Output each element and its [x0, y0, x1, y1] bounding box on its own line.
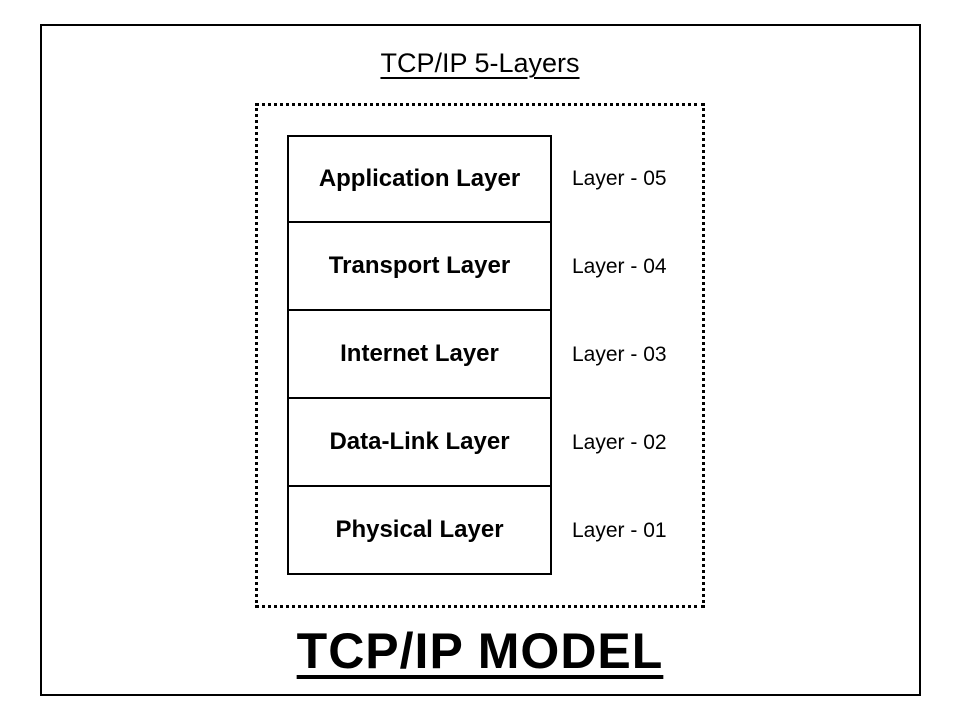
- diagram-main-title: TCP/IP MODEL: [296, 623, 664, 679]
- diagram-subtitle: TCP/IP 5-Layers: [380, 48, 580, 78]
- layer-number-label-05: Layer - 05: [572, 167, 667, 190]
- layer-box-internet: Internet Layer: [287, 311, 552, 399]
- layer-number-label-03: Layer - 03: [572, 343, 667, 366]
- layer-box-data-link: Data-Link Layer: [287, 399, 552, 487]
- layer-number-label-01: Layer - 01: [572, 519, 667, 542]
- layer-boxes-stack: Application Layer Transport Layer Intern…: [287, 135, 552, 575]
- layer-box-transport: Transport Layer: [287, 223, 552, 311]
- layer-number-labels-stack: Layer - 05 Layer - 04 Layer - 03 Layer -…: [572, 135, 697, 575]
- layer-box-application: Application Layer: [287, 135, 552, 223]
- layer-number-label-04: Layer - 04: [572, 255, 667, 278]
- layer-number-label-02: Layer - 02: [572, 431, 667, 454]
- layer-box-physical: Physical Layer: [287, 487, 552, 575]
- layers-group-dotted-border: [255, 103, 705, 608]
